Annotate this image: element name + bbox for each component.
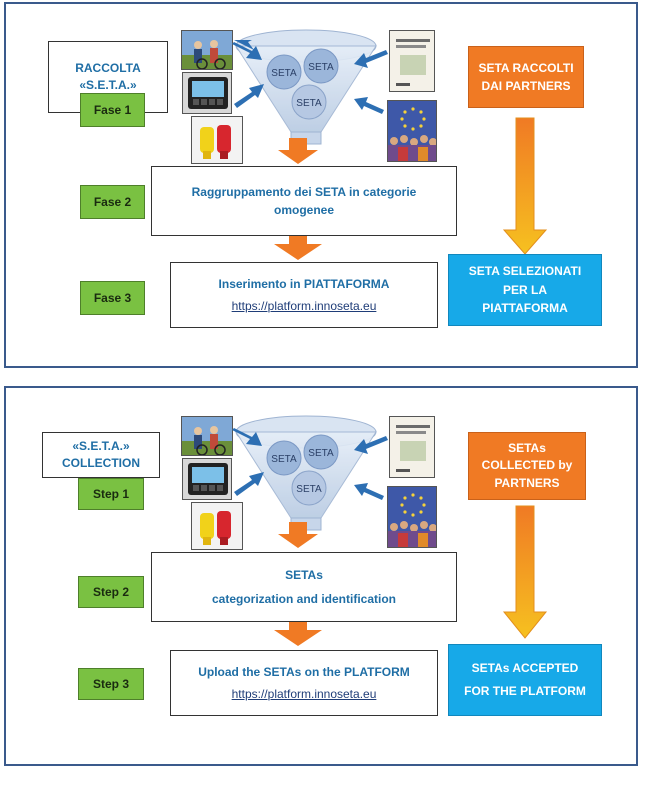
collection-line1-en: «S.E.T.A.» — [72, 438, 130, 453]
farmers-photo-icon-en — [181, 416, 233, 456]
step3-badge-en: Step 3 — [78, 668, 144, 700]
blue-accepted-box: SETAs ACCEPTED FOR THE PLATFORM — [448, 644, 602, 716]
booklet-photo-icon — [389, 30, 435, 92]
funnel-label-3: SETA — [296, 98, 322, 109]
orange-down-arrows-en — [274, 522, 322, 646]
categorization-box: SETAs categorization and identification — [151, 552, 457, 622]
step1-badge: Fase 1 — [80, 93, 145, 127]
booklet-photo-icon-en — [389, 416, 435, 478]
farmers-photo-icon — [181, 30, 233, 70]
eu-crowd-photo-icon — [387, 100, 437, 162]
step3-badge: Fase 3 — [80, 281, 145, 315]
orange-line3-en: PARTNERS — [494, 475, 560, 490]
orange-down-arrows — [274, 138, 322, 260]
upload-title: Upload the SETAs on the PLATFORM — [198, 665, 410, 679]
collection-box-en: «S.E.T.A.» COLLECTION — [42, 432, 160, 478]
platform-box-en: Upload the SETAs on the PLATFORM https:/… — [170, 650, 438, 716]
step2-badge-en: Step 2 — [78, 576, 144, 608]
gps-device-photo-icon — [182, 72, 232, 114]
collection-label: RACCOLTA «S.E.T.A.» — [75, 60, 141, 92]
funnel-label-1: SETA — [271, 68, 297, 79]
grouping-box: Raggruppamento dei SETA in categorie omo… — [151, 166, 457, 236]
nozzle-photo-icon-en — [191, 502, 243, 550]
step1-badge-en: Step 1 — [78, 478, 144, 510]
funnel-label-2-en: SETA — [308, 448, 334, 459]
blue-selected-box: SETA SELEZIONATI PER LA PIATTAFORMA — [448, 254, 602, 326]
panel-italian: RACCOLTA «S.E.T.A.» Fase 1 SETA SETA SET… — [4, 2, 638, 368]
grouping-line1: Raggruppamento dei SETA in categorie — [191, 185, 417, 199]
blue-selected-line1: SETA SELEZIONATI — [468, 264, 582, 279]
blue-arrows — [232, 40, 388, 114]
blue-selected-line3: PIATTAFORMA — [482, 301, 568, 316]
categorization-line1: SETAs — [285, 568, 323, 582]
funnel-label-3-en: SETA — [296, 484, 322, 495]
grouping-line2: omogenee — [273, 203, 334, 217]
funnel-label-2: SETA — [308, 62, 334, 73]
blue-arrows-en — [232, 428, 388, 500]
collection-line2-en: COLLECTION — [62, 456, 140, 470]
platform-box: Inserimento in PIATTAFORMA https://platf… — [170, 262, 438, 328]
eu-crowd-photo-icon-en — [387, 486, 437, 548]
panel-english: «S.E.T.A.» COLLECTION Step 1 SETA SETA S… — [4, 386, 638, 766]
blue-accepted-line1: SETAs ACCEPTED — [471, 661, 579, 676]
blue-selected-line2: PER LA — [502, 282, 547, 297]
arrows-layer-en — [232, 428, 548, 646]
orange-line2-en: COLLECTED by — [481, 458, 573, 473]
nozzle-photo-icon — [191, 116, 243, 164]
gps-device-photo-icon-en — [182, 458, 232, 500]
orange-gradient-arrow — [502, 117, 548, 255]
orange-gradient-arrow-en — [502, 505, 548, 639]
step2-badge: Fase 2 — [80, 185, 145, 219]
orange-collected-label: SETA RACCOLTI DAI PARTNERS — [478, 61, 574, 93]
platform-url-link[interactable]: https://platform.innoseta.eu — [231, 299, 377, 313]
funnel-label-1-en: SETA — [271, 454, 297, 465]
platform-title: Inserimento in PIATTAFORMA — [218, 277, 390, 291]
funnel-icon-en: SETA SETA SETA — [235, 415, 377, 531]
arrows-layer — [232, 40, 548, 260]
blue-accepted-line2: FOR THE PLATFORM — [464, 684, 586, 698]
categorization-line2: categorization and identification — [211, 592, 396, 606]
orange-line1-en: SETAs — [508, 440, 546, 455]
orange-collected-box: SETA RACCOLTI DAI PARTNERS — [468, 46, 584, 108]
platform-url-link-en[interactable]: https://platform.innoseta.eu — [231, 687, 377, 701]
orange-collected-box-en: SETAs COLLECTED by PARTNERS — [468, 432, 586, 500]
